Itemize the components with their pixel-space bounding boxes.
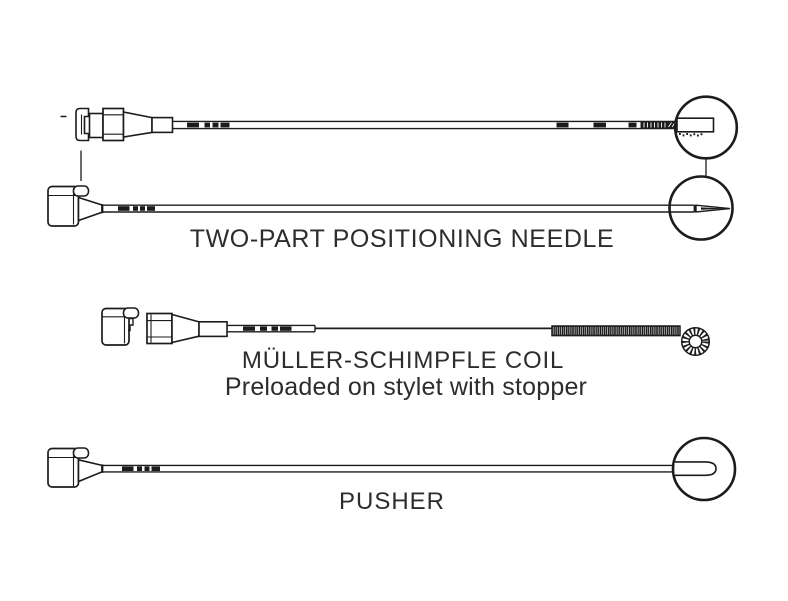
caption-mueller-schimpfle-coil: MÜLLER-SCHIMPFLE COIL (241, 347, 565, 374)
stylet-shaft (103, 204, 694, 213)
hub-tip (198, 320, 228, 338)
pusher-shaft (103, 464, 674, 473)
magnifier-circle-blunt-tip (671, 436, 737, 502)
magnified-open-cannula-tip (676, 117, 715, 133)
caption-coil-subtitle: Preloaded on stylet with stopper (224, 373, 588, 401)
magnified-trocar-point (693, 204, 731, 213)
hub-cone (77, 458, 103, 483)
stopper-cap (75, 107, 90, 142)
pusher-drawing (47, 436, 737, 502)
magnifier-circle-trocar-tip (668, 175, 734, 241)
coil-loop (680, 326, 711, 357)
depth-markings (122, 466, 160, 471)
stopper-tab (72, 185, 90, 197)
hub-tip (151, 116, 174, 134)
magnifier-circle-cannula-tip (673, 95, 739, 160)
depth-markings (243, 326, 292, 331)
magnified-blunt-tip (674, 461, 717, 477)
hub-cone (77, 196, 103, 222)
caption-two-part-positioning-needle: TWO-PART POSITIONING NEEDLE (189, 225, 615, 253)
luer-barrel (102, 107, 125, 142)
stopper-clip (128, 317, 134, 332)
cannula-shaft (172, 120, 677, 130)
depth-markings (187, 122, 637, 128)
two-part-needle-stylet-drawing (47, 175, 734, 241)
sheath-segment (227, 324, 316, 333)
coil-on-stylet-drawing (101, 307, 711, 357)
two-part-needle-cannula-drawing (60, 95, 739, 181)
stopper-tab (122, 307, 140, 319)
stopper-tab (72, 447, 90, 459)
hub-cone (122, 111, 153, 138)
stylet-hub (101, 307, 130, 346)
depth-markings (118, 206, 155, 211)
coil-body (551, 325, 681, 337)
magnified-scale-marks (679, 133, 703, 137)
hub-collar (88, 112, 104, 139)
cm-scale-band (640, 121, 676, 129)
caption-pusher: PUSHER (338, 488, 446, 515)
hub-cone (171, 313, 200, 344)
